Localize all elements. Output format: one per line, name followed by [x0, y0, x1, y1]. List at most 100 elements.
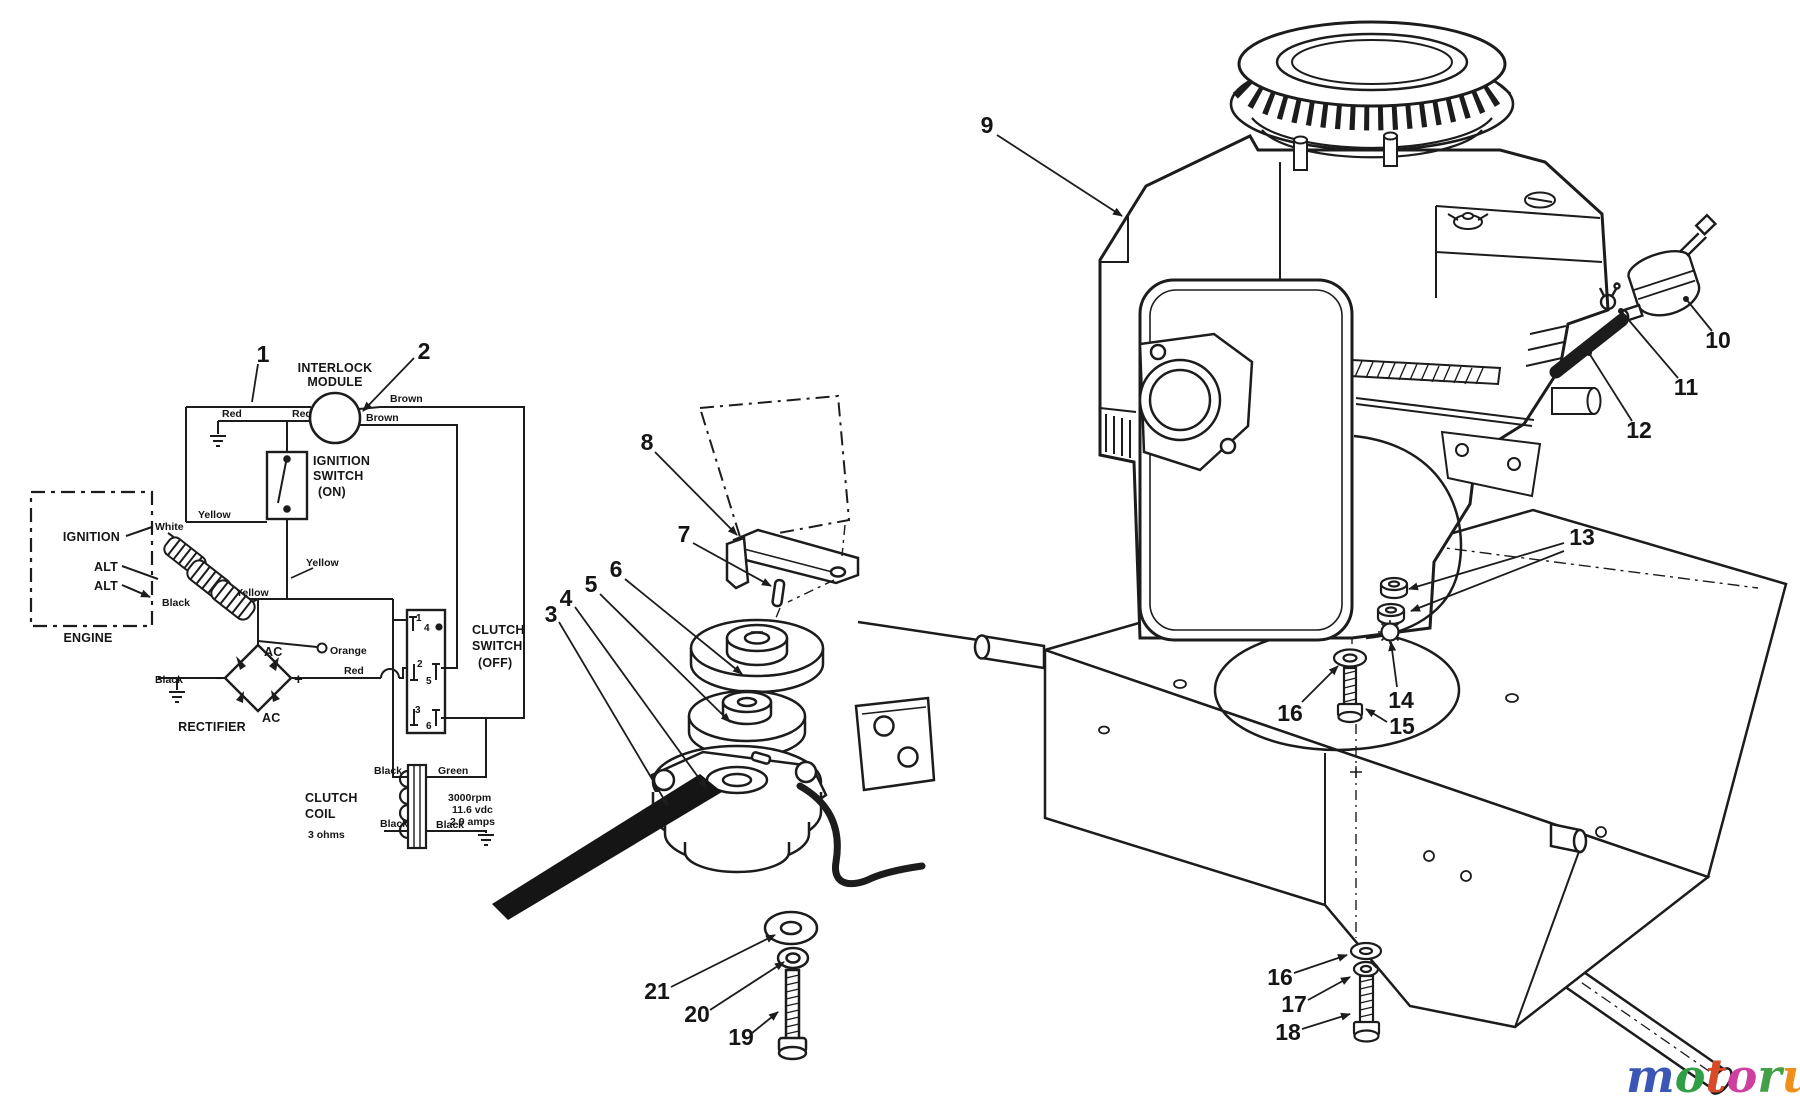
clutch-hardware — [763, 910, 819, 1061]
fuel-hose — [1549, 313, 1629, 379]
flat-washer-21 — [763, 910, 819, 946]
label-yellow-b: Yellow — [306, 557, 340, 569]
wire-orange — [257, 640, 318, 648]
cover-standoffs — [1293, 131, 1398, 171]
clutch-coil-label-1: CLUTCH — [305, 791, 358, 805]
wiring-schematic: INTERLOCK MODULE IGNITION SWITCH (ON) EN… — [29, 361, 525, 850]
clutch-switch-label-1: CLUTCH — [472, 623, 525, 637]
interlock-label-2: MODULE — [307, 375, 362, 389]
part-label-12: 12 — [1626, 417, 1652, 443]
clutch-bolt-19 — [777, 968, 808, 1061]
label-yellow-a: Yellow — [198, 509, 232, 521]
rectifier-minus: − — [215, 670, 223, 686]
leader-7 — [692, 542, 772, 587]
clutch-stop-bracket — [725, 528, 860, 590]
leader-1 — [251, 363, 259, 403]
leader-9 — [996, 134, 1123, 217]
fuel-system-parts — [1549, 213, 1718, 379]
leader-21 — [670, 934, 776, 988]
alt1-leader — [121, 565, 159, 580]
mount-bolt-18 — [1352, 974, 1381, 1043]
part-label-13: 13 — [1569, 524, 1595, 550]
part-label-15: 15 — [1389, 713, 1415, 739]
wire-coil-black-br — [426, 830, 487, 833]
engine-alt1-label: ALT — [94, 560, 118, 574]
engine-box-title: ENGINE — [63, 631, 112, 645]
clutch-switch: 1 4 2 5 3 6 CLUTCH SWITCH (OFF) — [405, 608, 525, 735]
engine-terminal-box: ENGINE IGNITION ALT ALT — [29, 490, 159, 645]
bottom-bolt-stack — [1349, 941, 1383, 1043]
carburetor-linkage — [1348, 358, 1602, 498]
flat-washer-top — [1332, 648, 1368, 668]
label-green: Green — [438, 765, 468, 777]
part-label-1: 1 — [257, 341, 270, 367]
leader-20 — [709, 961, 785, 1011]
label-brown-b: Brown — [366, 412, 399, 424]
part-label-10: 10 — [1705, 327, 1731, 353]
wire-color-labels: Red Red Brown Brown Yellow Yellow Yellow… — [155, 393, 468, 831]
part-label-16a: 16 — [1277, 700, 1303, 726]
ignition-switch: IGNITION SWITCH (ON) — [265, 450, 370, 521]
rectifier-title: RECTIFIER — [178, 720, 246, 734]
watermark-text: motoruf.de — [1626, 1049, 1800, 1103]
fuel-cap-wingnut — [1447, 212, 1489, 230]
ground-symbol-rectifier — [169, 691, 185, 703]
leader-13a — [1408, 542, 1565, 591]
label-black-coil-bl: Black — [380, 818, 408, 830]
wire-top-box — [185, 406, 311, 523]
muffler-flange — [1138, 332, 1254, 472]
terminal-6: 6 — [426, 721, 432, 732]
clutch-coil-amps: 2.9 amps — [450, 816, 495, 828]
clutch-switch-label-2: SWITCH — [472, 639, 523, 653]
oil-cap — [1524, 191, 1556, 209]
part-label-8: 8 — [641, 429, 654, 455]
leader-17 — [1307, 976, 1351, 1001]
part-label-17: 17 — [1281, 991, 1307, 1017]
label-red-b: Red — [292, 408, 312, 420]
part-label-18: 18 — [1275, 1019, 1301, 1045]
engine-details — [1099, 162, 1603, 458]
leader-11 — [1618, 308, 1679, 379]
label-red-a: Red — [222, 408, 242, 420]
wire-red-run — [217, 420, 311, 434]
wire-connectors — [163, 536, 256, 621]
wm-letter-o2: o — [1727, 1049, 1758, 1103]
leader-3 — [558, 621, 669, 807]
label-orange: Orange — [330, 645, 367, 657]
leader-16a — [1301, 665, 1339, 703]
interlock-label-1: INTERLOCK — [298, 361, 373, 375]
engine-mount-hardware — [1332, 576, 1409, 724]
air-cleaner — [1229, 20, 1515, 171]
leader-18 — [1301, 1012, 1351, 1030]
clutch-coil: CLUTCH COIL 3 ohms 3000rpm 11.6 vdc 2.9 … — [305, 763, 495, 850]
callout-numbers: 1 2 3 4 5 6 7 8 9 10 11 12 13 14 15 16 1… — [257, 112, 1731, 1050]
mount-ghost-outline — [698, 394, 851, 542]
bolt-axis-cross — [1350, 766, 1362, 778]
leader-12 — [1586, 350, 1633, 422]
wire-red-plus — [291, 667, 407, 679]
label-red-c: Red — [344, 665, 364, 677]
part-label-2: 2 — [418, 338, 431, 364]
deck-right-pin — [1549, 822, 1588, 854]
connector-plug-3 — [210, 579, 256, 621]
rectifier-ac-top: AC — [264, 645, 282, 659]
label-black-engine: Black — [162, 597, 190, 609]
air-cleaner-slots — [1232, 74, 1512, 131]
part-label-14: 14 — [1388, 687, 1414, 713]
callout-leaders — [251, 134, 1713, 1034]
drive-belt — [492, 774, 722, 920]
leader-6 — [624, 578, 743, 675]
ignition-switch-label-1: IGNITION — [313, 454, 370, 468]
engine-assembly — [1098, 20, 1610, 642]
wire-brown-top — [358, 406, 525, 719]
hose-clamp — [1598, 282, 1621, 311]
lock-washer-20 — [776, 946, 810, 970]
wm-letter-u: u — [1782, 1049, 1800, 1103]
star-washer — [1378, 620, 1402, 644]
watermark-logo: motoruf.de — [1626, 1049, 1800, 1103]
leader-5 — [599, 593, 731, 723]
wire-vert-to-coil — [392, 599, 408, 778]
deck-front-face — [1043, 648, 1711, 1029]
part-label-11: 11 — [1674, 374, 1699, 400]
ignition-switch-label-2: SWITCH — [313, 469, 364, 483]
